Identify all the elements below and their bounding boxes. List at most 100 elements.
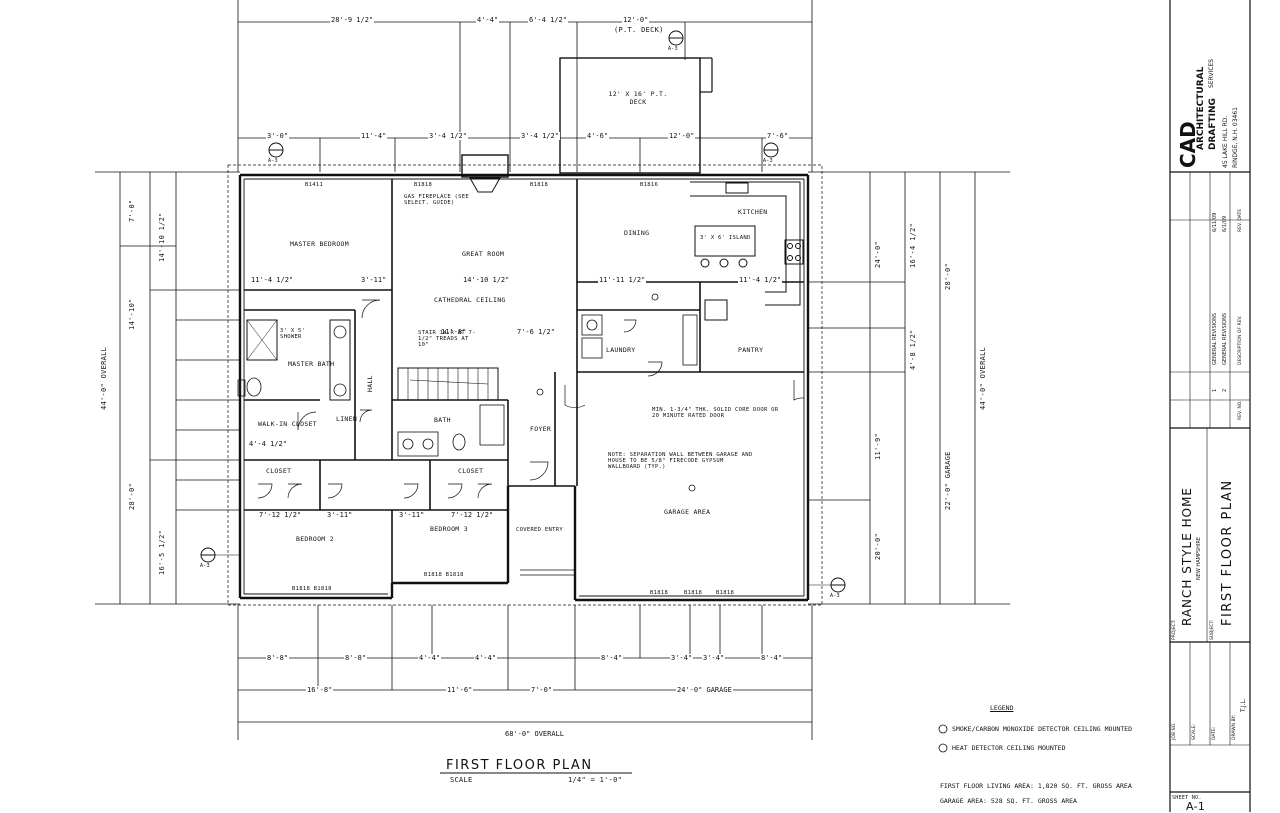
room-foyer: FOYER [530, 425, 552, 433]
room-hall: HALL [366, 375, 374, 392]
room-bedroom-3: BEDROOM 3 [430, 525, 468, 533]
room-fireplace-note: GAS FIREPLACE (SEE SELECT. GUIDE) [404, 194, 470, 206]
dim-mid-2: 3'-11" [360, 276, 388, 284]
dim-bot2-2: 11'-6" [446, 686, 474, 694]
section-marker: A-3 [200, 563, 210, 569]
dim-bot-1: 7'-12 1/2" [258, 511, 303, 519]
subject-label: SUBJECT: [1210, 619, 1215, 640]
dim-bot-3: 3'-11" [398, 511, 426, 519]
room-deck: 12' X 16' P.T. DECK [608, 90, 668, 106]
dim-bot-7: 4'-4" [418, 654, 442, 662]
dim-mid-6: 11'-8" [440, 328, 468, 336]
section-marker: A-3 [763, 158, 773, 164]
room-walk-in-closet: WALK-IN CLOSET [258, 420, 317, 428]
dim-bot-9: 8'-4" [600, 654, 624, 662]
dim-mid-8: 4'-4 1/2" [248, 440, 288, 448]
room-closet-1: CLOSET [266, 467, 292, 475]
dim-top-5: (P.T. DECK) [614, 26, 664, 34]
rev-no-1: 1 [1212, 388, 1218, 392]
dim-right-4: 4'-8 1/2" [909, 329, 917, 370]
dim-left-4: 44'-0" OVERALL [100, 346, 108, 410]
note-garage-door: MIN. 1-3/4" THK. SOLID CORE DOOR OR 20 M… [652, 407, 779, 419]
dim-top2-2: 11'-4" [360, 132, 388, 140]
rev-desc-label: DESCRIPTION OF REV. [1238, 315, 1243, 365]
dim-top-4: 12'-0" [622, 16, 650, 24]
room-covered-entry: COVERED ENTRY [516, 527, 563, 533]
company-name-line2: ARCHITECTURAL [1196, 66, 1206, 150]
rev-date-2: 6/1/09 [1222, 215, 1228, 232]
window-tag: B1818 B1818 [292, 586, 332, 592]
dim-right-8: 44'-0" OVERALL [979, 346, 987, 410]
rev-date-1: 6/11/09 [1212, 212, 1218, 232]
dim-bot-12: 8'-4" [760, 654, 784, 662]
window-tag: B1818 B1818 [424, 572, 464, 578]
room-master-bedroom: MASTER BEDROOM [290, 240, 349, 248]
room-island: 3' X 6' ISLAND [700, 235, 751, 241]
room-shower: 3' X 5' SHOWER [280, 328, 306, 340]
dim-right-5: 11'-9" [874, 432, 882, 460]
window-tag: B1818 [650, 590, 669, 596]
dim-bot-10: 3'-4" [670, 654, 694, 662]
dim-bot-6: 8'-8" [344, 654, 368, 662]
dim-top2-6: 12'-0" [668, 132, 696, 140]
dim-right-1: 24'-0" [874, 240, 882, 268]
sheet-number: A-1 [1186, 800, 1206, 813]
company-address-2: RINDGE, N.H. 03461 [1232, 106, 1239, 168]
legend-garage-area: GARAGE AREA: 528 SQ. FT. GROSS AREA [940, 797, 1077, 805]
dim-mid-5: 11'-4 1/2" [738, 276, 783, 284]
window-tag: B1411 [305, 182, 324, 188]
dim-left-3: 14'-10" [128, 298, 136, 330]
rev-date-label: REV. DATE [1238, 208, 1243, 232]
dim-top-2: 4'-4" [476, 16, 500, 24]
company-address-1: 45 LAKE HILL RD. [1222, 115, 1229, 168]
room-bath: BATH [434, 416, 451, 424]
room-dining: DINING [624, 229, 650, 237]
dim-mid-3: 14'-10 1/2" [462, 276, 511, 284]
dim-bot-5: 8'-8" [266, 654, 290, 662]
project-label: PROJECT: [1172, 619, 1177, 640]
dim-mid-7: 7'-6 1/2" [516, 328, 556, 336]
section-marker: A-3 [668, 46, 678, 52]
dim-top2-5: 4'-6" [586, 132, 610, 140]
rev-desc-1: GENERAL REVISIONS [1212, 312, 1218, 365]
room-closet-2: CLOSET [458, 467, 484, 475]
dim-bot2-4: 24'-0" GARAGE [676, 686, 733, 694]
project-name: RANCH STYLE HOME [1180, 486, 1194, 626]
dim-top2-1: 3'-0" [266, 132, 290, 140]
window-tag: B1818 [414, 182, 433, 188]
dim-bot2-1: 16'-8" [306, 686, 334, 694]
legend-title: LEGEND [990, 704, 1014, 712]
drawing-title: FIRST FLOOR PLAN [446, 758, 593, 773]
drawn-by: T.J.L. [1240, 698, 1247, 712]
dim-bot-4: 7'-12 1/2" [450, 511, 495, 519]
room-linen: LINEN [336, 415, 358, 423]
dim-right-7: 20'-0" [874, 532, 882, 560]
dim-right-2: 16'-4 1/2" [909, 222, 917, 268]
room-cathedral-ceiling: CATHEDRAL CEILING [434, 296, 506, 304]
dim-left-1: 7'-0" [128, 199, 136, 222]
scale-label: SCALE: [1192, 724, 1197, 740]
dim-bot2-3: 7'-0" [530, 686, 554, 694]
room-kitchen: KITCHEN [738, 208, 768, 216]
dim-top2-3: 3'-4 1/2" [428, 132, 468, 140]
scale-value: 1/4" = 1'-0" [568, 776, 623, 784]
note-separation-wall: NOTE: SEPARATION WALL BETWEEN GARAGE AND… [608, 452, 753, 470]
job-label: JOB NO. [1172, 722, 1177, 740]
window-tag: B1818 [530, 182, 549, 188]
dim-right-6: 22'-0" GARAGE [944, 451, 952, 510]
dim-left-2: 14'-10 1/2" [158, 212, 166, 262]
room-laundry: LAUNDRY [606, 346, 636, 354]
room-garage-area: GARAGE AREA [664, 508, 711, 516]
room-pantry: PANTRY [738, 346, 764, 354]
dim-left-6: 16'-5 1/2" [158, 529, 166, 575]
company-name-line3: DRAFTING [1208, 98, 1218, 150]
dim-bot-2: 3'-11" [326, 511, 354, 519]
dim-top-1: 28'-9 1/2" [330, 16, 375, 24]
dim-bot-11: 3'-4" [702, 654, 726, 662]
date-label: DATE: [1212, 726, 1217, 740]
rev-no-2: 2 [1222, 388, 1228, 392]
dim-left-5: 28'-0" [128, 482, 136, 510]
drawn-label: DRAWN BY: [1232, 715, 1237, 740]
project-subtitle: NEW HAMPSHIRE [1196, 537, 1202, 580]
